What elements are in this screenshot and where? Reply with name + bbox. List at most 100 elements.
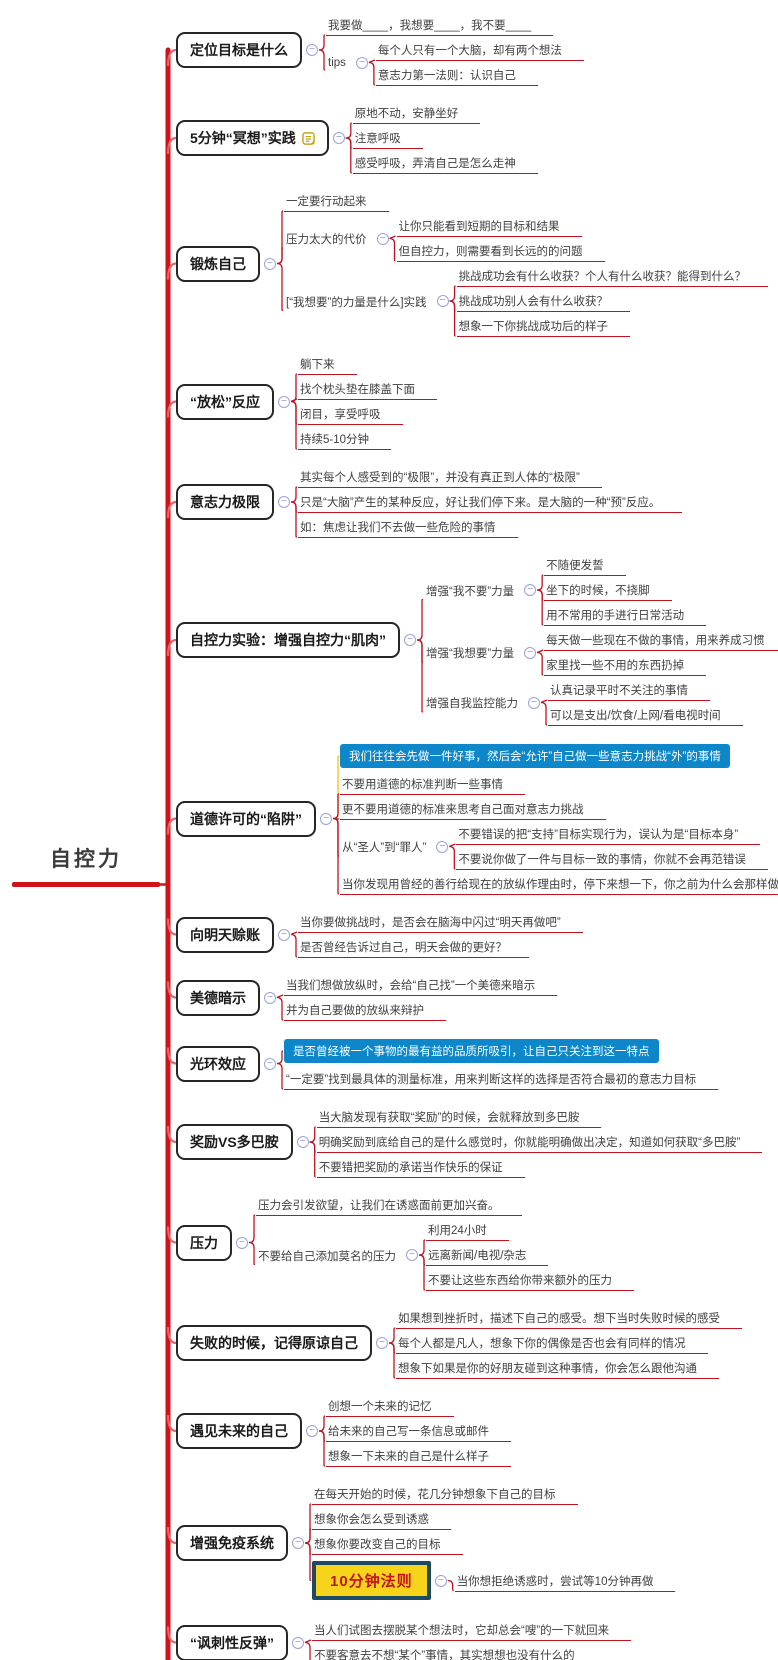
branch-topic[interactable]: 奖励VS多巴胺 (176, 1124, 293, 1160)
collapse-badge[interactable]: − (264, 991, 276, 1004)
leaf-item[interactable]: 但自控力，则需要看到长远的的问题 (396, 240, 605, 262)
leaf-item[interactable]: 坐下的时候，不挠脚 (544, 579, 672, 601)
leaf-item[interactable]: 给未来的自己写一条信息或邮件 (326, 1420, 511, 1442)
leaf-item[interactable]: 每个人都是凡人，想象下你的偶像是否也会有同样的情况 (396, 1332, 708, 1354)
collapse-badge[interactable]: − (292, 1636, 304, 1649)
leaf-item[interactable]: “一定要”找到最具体的测量标准，用来判断这样的选择是否符合最初的意志力目标 (284, 1068, 719, 1090)
leaf-item[interactable]: 一定要行动起来 (284, 190, 389, 212)
leaf-item[interactable]: 当你想拒绝诱惑时，尝试等10分钟再做 (454, 1570, 676, 1592)
branch-topic[interactable]: 锻炼自己 (176, 245, 260, 282)
leaf-item[interactable]: 利用24小时 (426, 1219, 509, 1241)
collapse-badge[interactable]: − (376, 232, 389, 245)
collapse-badge[interactable]: − (436, 840, 449, 853)
leaf-item[interactable]: 想象下如果是你的好朋友碰到这种事情，你会怎么跟他沟通 (396, 1357, 719, 1379)
sub-topic-label[interactable]: 压力太大的代价 (284, 228, 373, 249)
leaf-item[interactable]: 每天做一些现在不做的事情，用来养成习惯 (544, 629, 778, 651)
leaf-item[interactable]: 家里找一些不用的东西扔掉 (544, 654, 707, 676)
leaf-item[interactable]: 并为自己要做的放纵来辩护 (284, 999, 446, 1021)
branch-topic[interactable]: 压力 (176, 1224, 232, 1261)
branch-topic[interactable]: 遇见未来的自己 (176, 1413, 302, 1449)
leaf-item[interactable]: 想象你会怎么受到诱惑 (312, 1508, 451, 1530)
collapse-badge[interactable]: − (278, 496, 290, 508)
leaf-item[interactable]: 持续5-10分钟 (298, 428, 392, 450)
collapse-badge[interactable]: − (528, 696, 540, 709)
branch-topic[interactable]: 5分钟“冥想”实践 (176, 120, 329, 156)
leaf-item[interactable]: 不随便发誓 (544, 554, 626, 576)
branch-topic[interactable]: “讽刺性反弹” (176, 1624, 288, 1660)
leaf-item[interactable]: 想象一下你挑战成功后的样子 (456, 315, 631, 337)
collapse-badge[interactable]: − (332, 132, 345, 144)
collapse-badge[interactable]: − (278, 928, 290, 941)
collapse-badge[interactable]: − (320, 812, 332, 825)
leaf-item[interactable]: 每个人只有一个大脑，却有两个想法 (375, 39, 584, 61)
leaf-item[interactable]: 如：焦虑让我们不去做一些危险的事情 (298, 516, 518, 538)
leaf-item[interactable]: 当我们想做放纵时，会给“自己找”一个美德来暗示 (284, 974, 558, 996)
leaf-item[interactable]: 当人们试图去摆脱某个想法时，它却总会“嗖”的一下就回来 (312, 1619, 632, 1641)
sub-topic-label[interactable]: 增强“我想要”力量 (424, 642, 520, 663)
branch-topic[interactable]: 失败的时候，记得原谅自己 (176, 1325, 372, 1361)
collapse-badge[interactable]: − (436, 295, 449, 307)
leaf-item[interactable]: 当大脑发现有获取“奖励”的时候，会就释放到多巴胺 (316, 1106, 602, 1128)
leaf-item[interactable]: 认真记录平时不关注的事情 (548, 679, 710, 701)
leaf-item[interactable]: 不要让这些东西给你带来额外的压力 (426, 1269, 634, 1291)
collapse-badge[interactable]: − (355, 56, 368, 69)
leaf-item[interactable]: 当你要做挑战时，是否会在脑海中闪过“明天再做吧” (298, 911, 583, 933)
collapse-badge[interactable]: − (236, 1236, 248, 1249)
leaf-item[interactable]: 在每天开始的时候，花几分钟想象下自己的目标 (312, 1483, 578, 1505)
collapse-badge[interactable]: − (524, 646, 537, 659)
leaf-item[interactable]: 用不常用的手进行日常活动 (544, 604, 707, 626)
leaf-item[interactable]: 可以是支出/饮食/上网/看电视时间 (548, 704, 743, 726)
root-node[interactable]: 自控力 (12, 843, 160, 887)
leaf-item[interactable]: 创想一个未来的记忆 (326, 1395, 454, 1417)
leaf-item[interactable]: 让你只能看到短期的目标和结果 (396, 215, 582, 237)
collapse-badge[interactable]: − (292, 1537, 304, 1549)
collapse-badge[interactable]: − (264, 257, 276, 270)
sub-topic-label[interactable]: 增强自我监控能力 (424, 692, 524, 713)
leaf-item[interactable]: 挑战成功别人会有什么收获？ (456, 290, 631, 312)
collapse-badge[interactable]: − (434, 1574, 447, 1587)
highlight-callout[interactable]: 是否曾经被一个事物的最有益的品质所吸引，让自己只关注到这一特点 (284, 1039, 659, 1063)
leaf-item[interactable]: 想象一下未来的自己是什么样子 (326, 1445, 511, 1467)
branch-topic[interactable]: 自控力实验：增强自控力“肌肉” (176, 622, 400, 658)
collapse-badge[interactable]: − (278, 395, 290, 408)
branch-topic[interactable]: 道德许可的“陷阱” (176, 800, 316, 837)
leaf-item[interactable]: 想象你要改变自己的目标 (312, 1533, 463, 1555)
branch-topic[interactable]: 意志力极限 (176, 484, 274, 520)
leaf-item[interactable]: 当你发现用曾经的善行给现在的放纵作理由时，停下来想一下，你之前为什么会那样做 (340, 873, 778, 895)
collapse-badge[interactable]: − (264, 1057, 276, 1070)
highlight-callout[interactable]: 我们往往会先做一件好事，然后会“允许”自己做一些意志力挑战“外”的事情 (340, 744, 730, 768)
branch-topic[interactable]: 光环效应 (176, 1045, 260, 1082)
rule-callout[interactable]: 10分钟法则 (312, 1561, 431, 1600)
leaf-item[interactable]: 不要错误的把“支持”目标实现行为，误认为是“目标本身” (456, 823, 761, 845)
sub-topic-label[interactable]: tips (326, 54, 352, 71)
branch-topic[interactable]: “放松”反应 (176, 383, 274, 420)
collapse-badge[interactable]: − (524, 584, 537, 596)
leaf-item[interactable]: 不要客意去不想“某个”事情，其实想想也没有什么的 (312, 1644, 597, 1660)
leaf-item[interactable]: 感受呼吸，弄清自己是怎么走神 (352, 152, 538, 174)
collapse-badge[interactable]: − (306, 44, 318, 56)
leaf-item[interactable]: 更不要用道德的标准来思考自己面对意志力挑战 (340, 798, 606, 820)
branch-topic[interactable]: 增强免疫系统 (176, 1525, 288, 1561)
leaf-item[interactable]: 压力会引发欲望，让我们在诱惑面前更加兴奋。 (256, 1194, 522, 1216)
leaf-item[interactable]: 意志力第一法则：认识自己 (375, 64, 538, 86)
leaf-item[interactable]: 远离新闻/电视/杂志 (426, 1244, 549, 1266)
sub-topic-label[interactable]: 增强“我不要”力量 (424, 580, 520, 601)
leaf-item[interactable]: 是否曾经告诉过自己，明天会做的更好？ (298, 936, 529, 958)
collapse-badge[interactable]: − (306, 1425, 318, 1437)
leaf-item[interactable]: 我要做____，我想要____，我不要____ (326, 14, 554, 36)
leaf-item[interactable]: 挑战成功会有什么收获？个人有什么收获？能得到什么？ (456, 265, 769, 287)
leaf-item[interactable]: 只是“大脑”产生的某种反应，好让我们停下来。是大脑的一种“预”反应。 (298, 491, 683, 513)
leaf-item[interactable]: 找个枕头垫在膝盖下面 (298, 378, 437, 400)
leaf-item[interactable]: 不要用道德的标准判断一些事情 (340, 773, 525, 795)
leaf-item[interactable]: 其实每个人感受到的“极限”，并没有真正到人体的“极限” (298, 466, 602, 488)
leaf-item[interactable]: 闭目，享受呼吸 (298, 403, 403, 425)
leaf-item[interactable]: 不要说你做了一件与目标一致的事情，你就不会再范错误 (456, 848, 768, 870)
collapse-badge[interactable]: − (404, 634, 416, 646)
collapse-badge[interactable]: − (296, 1136, 309, 1148)
branch-topic[interactable]: 美德暗示 (176, 979, 260, 1016)
sub-topic-label[interactable]: [“我想要”的力量是什么]实践 (284, 291, 433, 312)
branch-topic[interactable]: 向明天赊账 (176, 916, 274, 953)
sub-topic-label[interactable]: 从“圣人”到“罪人” (340, 836, 432, 857)
sub-topic-label[interactable]: 不要给自己添加莫名的压力 (256, 1245, 402, 1266)
leaf-item[interactable]: 不要错把奖励的承诺当作快乐的保证 (316, 1156, 525, 1178)
